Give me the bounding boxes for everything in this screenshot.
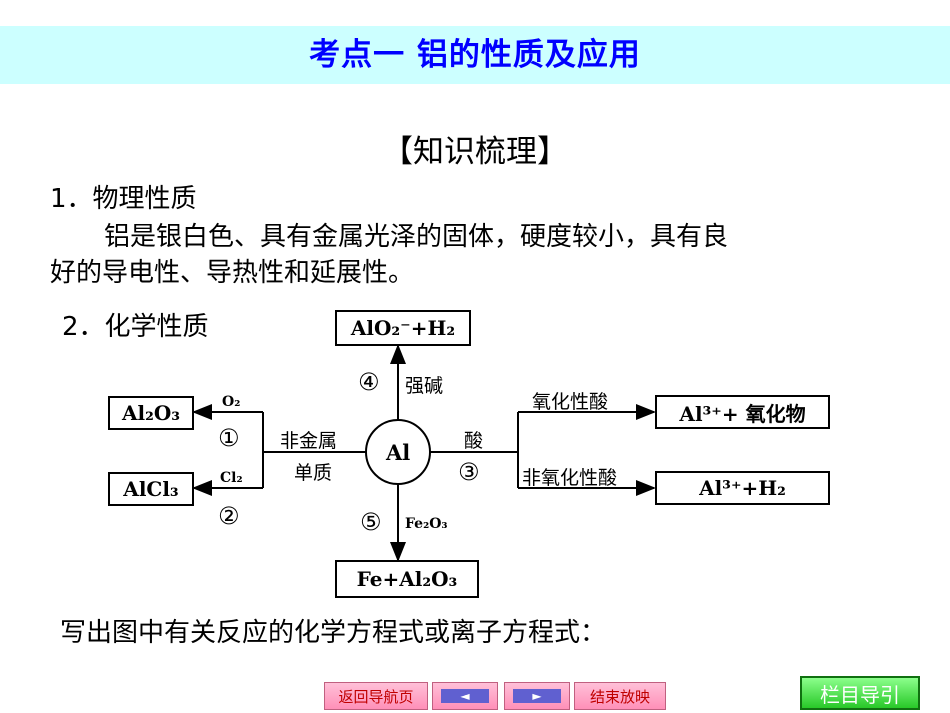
reaction-number-5: ⑤ bbox=[360, 508, 382, 536]
fe2o3-reagent: Fe₂O₃ bbox=[405, 516, 448, 532]
nonoxidizing-acid-label: 非氧化性酸 bbox=[522, 467, 618, 489]
oxidizing-acid-label: 氧化性酸 bbox=[532, 391, 609, 413]
physical-heading: 1．物理性质 bbox=[50, 184, 197, 214]
physical-line-1: 铝是银白色、具有金属光泽的固体，硬度较小，具有良 bbox=[104, 222, 729, 252]
alcl3-box: AlCl₃ bbox=[108, 472, 194, 506]
reaction-number-2: ② bbox=[218, 502, 240, 530]
title-bar: 考点一 铝的性质及应用 bbox=[0, 26, 950, 84]
acid-label: 酸 bbox=[464, 430, 484, 452]
al2o3-box: Al₂O₃ bbox=[108, 396, 194, 430]
section-subtitle: 【知识梳理】 bbox=[382, 134, 568, 170]
chemical-heading: 2．化学性质 bbox=[62, 312, 209, 342]
reaction-number-3: ③ bbox=[458, 458, 480, 486]
back-to-nav-button[interactable]: 返回导航页 bbox=[324, 682, 428, 710]
reaction-number-4: ④ bbox=[358, 368, 380, 396]
physical-line-2: 好的导电性、导热性和延展性。 bbox=[50, 258, 415, 288]
end-show-button[interactable]: 结束放映 bbox=[574, 682, 666, 710]
prev-arrow-icon: ◄ bbox=[441, 689, 489, 703]
prompt-text: 写出图中有关反应的化学方程式或离子方程式： bbox=[60, 618, 607, 648]
bottom-product-box: Fe+Al₂O₃ bbox=[335, 560, 479, 598]
strong-base-label: 强碱 bbox=[405, 375, 444, 397]
section-guide-button[interactable]: 栏目导引 bbox=[800, 676, 920, 710]
nonmetal-label: 非金属 bbox=[280, 430, 338, 452]
reaction-number-1: ① bbox=[218, 424, 240, 452]
top-product-box: AlO₂⁻+H₂ bbox=[335, 310, 471, 346]
next-arrow-icon: ► bbox=[513, 689, 561, 703]
next-page-button[interactable]: ► bbox=[504, 682, 570, 710]
page-title: 考点一 铝的性质及应用 bbox=[309, 37, 641, 73]
al3-h2-box: Al³⁺+H₂ bbox=[655, 471, 830, 505]
element-label: 单质 bbox=[294, 462, 333, 484]
o2-reagent: O₂ bbox=[222, 394, 241, 410]
prev-page-button[interactable]: ◄ bbox=[432, 682, 498, 710]
al-center-label: Al bbox=[386, 440, 411, 465]
cl2-reagent: Cl₂ bbox=[220, 470, 243, 486]
al3-oxide-box: Al³⁺+ 氧化物 bbox=[655, 395, 830, 429]
